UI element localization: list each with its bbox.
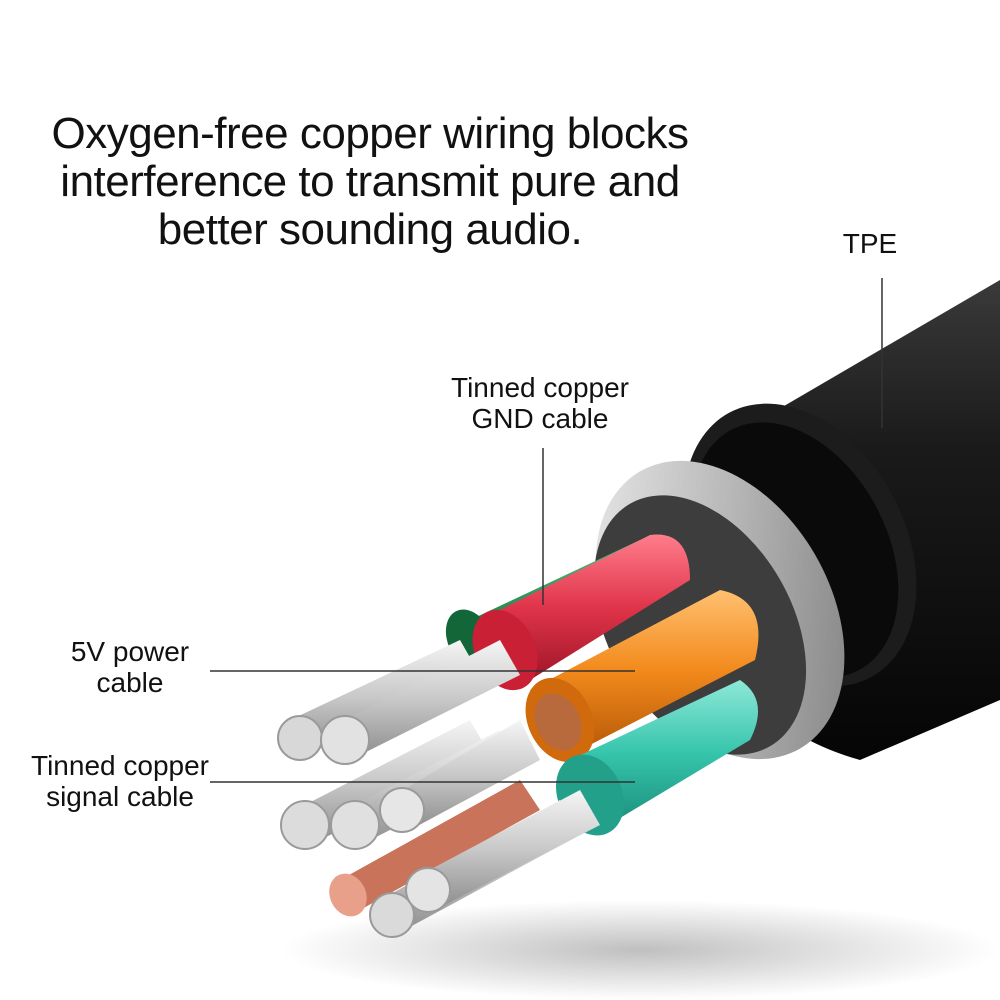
signal-label-line-2: signal cable	[46, 781, 194, 812]
signal-cable-label: Tinned copper signal cable	[0, 750, 240, 812]
tpe-label: TPE	[842, 228, 898, 259]
headline-line-2: interference to transmit pure and	[60, 157, 680, 206]
stranded-conductors	[277, 640, 600, 938]
power-cable-label: 5V power cable	[40, 636, 220, 698]
gnd-cable-label: Tinned copper GND cable	[410, 372, 670, 434]
gnd-label-line-1: Tinned copper	[451, 372, 629, 403]
ground-shadow	[280, 900, 1000, 1000]
power-label-line-1: 5V power	[70, 636, 190, 667]
orange-wire	[525, 590, 759, 763]
gnd-label-line-2: GND cable	[471, 403, 609, 434]
headline-line-1: Oxygen-free copper wiring blocks	[51, 109, 689, 158]
signal-label-line-1: Tinned copper	[31, 750, 209, 781]
copper-core	[329, 780, 540, 917]
headline-line-3: better sounding audio.	[157, 205, 583, 254]
headline: Oxygen-free copper wiring blocks interfe…	[20, 110, 720, 254]
power-label-line-2: cable	[96, 667, 164, 698]
callout-lines	[210, 278, 883, 783]
